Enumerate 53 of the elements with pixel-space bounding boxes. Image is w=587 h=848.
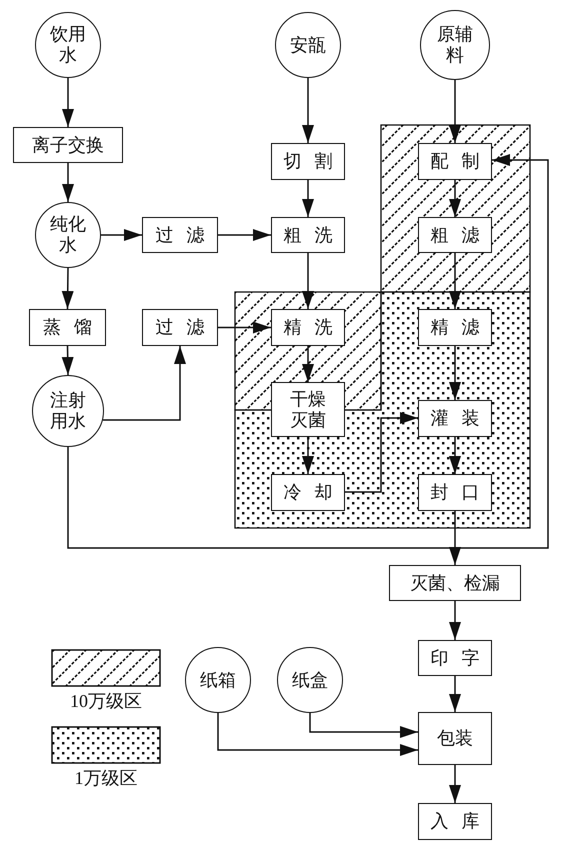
arrow xyxy=(302,78,314,143)
process-box: 精滤 xyxy=(418,309,492,346)
process-box: 过滤 xyxy=(142,309,218,346)
process-circle: 纸盒 xyxy=(277,647,343,713)
process-box: 配制 xyxy=(418,143,492,180)
arrow xyxy=(102,346,186,421)
process-circle: 纯化水 xyxy=(35,202,101,268)
arrow xyxy=(62,346,74,376)
process-circle: 纸箱 xyxy=(185,647,251,713)
process-circle: 安瓿 xyxy=(275,12,341,78)
process-box: 包装 xyxy=(418,712,492,765)
arrow xyxy=(449,346,461,400)
process-circle: 原辅料 xyxy=(420,10,490,80)
arrow xyxy=(62,163,74,202)
arrow xyxy=(449,437,461,474)
process-box: 灌装 xyxy=(418,400,492,437)
arrow xyxy=(449,80,461,143)
process-box: 精洗 xyxy=(271,309,345,346)
process-box: 灭菌、检漏 xyxy=(389,565,521,601)
arrow xyxy=(302,437,314,474)
process-box: 封口 xyxy=(418,474,492,511)
process-box: 离子交换 xyxy=(13,127,123,163)
process-box: 切割 xyxy=(271,143,345,180)
process-box: 干燥灭菌 xyxy=(271,382,345,437)
arrow xyxy=(449,765,461,803)
arrow xyxy=(302,253,314,309)
arrow xyxy=(218,322,271,334)
arrow xyxy=(218,229,271,241)
arrow xyxy=(302,346,314,382)
arrow xyxy=(62,268,74,310)
arrow xyxy=(309,713,418,738)
process-box: 蒸馏 xyxy=(29,309,106,346)
arrow xyxy=(449,676,461,712)
arrow xyxy=(302,180,314,217)
process-circle: 注射用水 xyxy=(32,375,104,447)
arrow xyxy=(101,229,142,241)
process-circle: 饮用水 xyxy=(35,12,101,78)
legend-label: 1万级区 xyxy=(74,767,138,790)
process-box: 印字 xyxy=(418,640,492,676)
arrow xyxy=(67,154,549,549)
arrow xyxy=(449,601,461,640)
arrow xyxy=(62,78,74,127)
process-box: 粗洗 xyxy=(271,217,345,253)
process-box: 入库 xyxy=(418,803,492,840)
legend-label: 10万级区 xyxy=(69,690,143,713)
arrow xyxy=(449,511,461,565)
arrow xyxy=(449,253,461,309)
arrow xyxy=(449,180,461,217)
arrow xyxy=(217,713,418,756)
process-box: 过滤 xyxy=(142,217,218,253)
process-box: 冷却 xyxy=(271,474,345,511)
process-box: 粗滤 xyxy=(418,217,492,253)
arrow xyxy=(345,412,418,493)
